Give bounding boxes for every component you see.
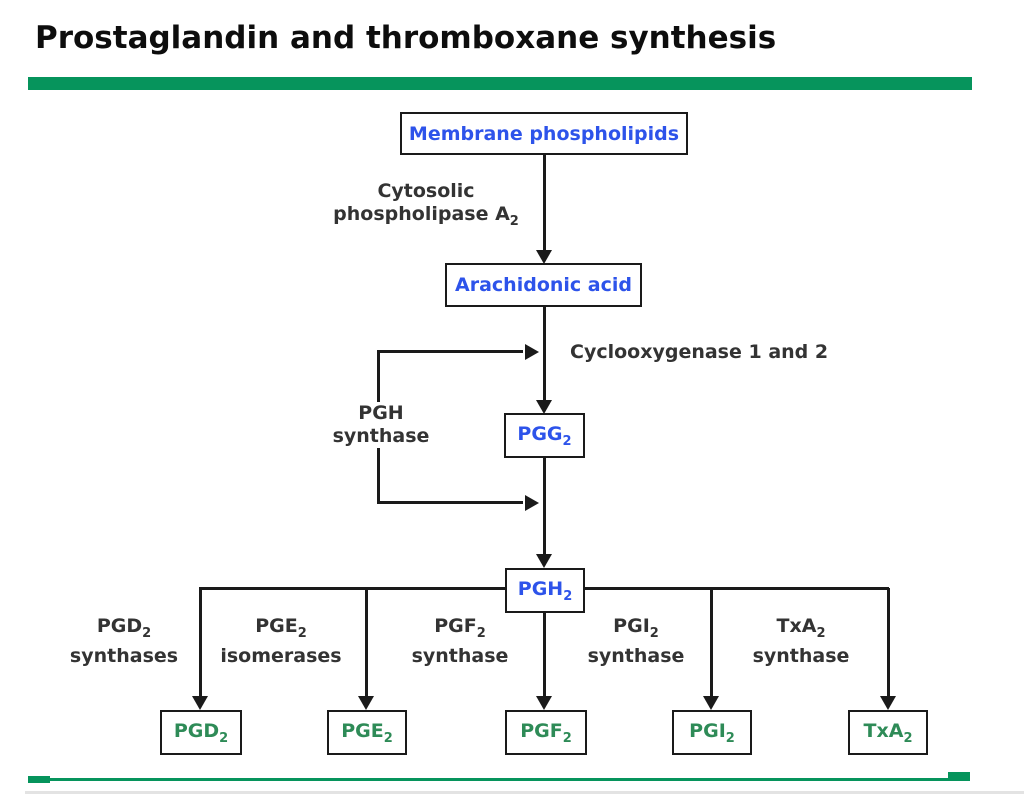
arrowhead-down — [536, 250, 552, 264]
node-arachidonic-acid: Arachidonic acid — [445, 263, 642, 307]
arrowhead-right — [525, 495, 539, 511]
node-pgf2: PGF2 — [505, 710, 587, 755]
enzyme-label-subscript: 2 — [509, 213, 519, 229]
arrowhead-down — [536, 696, 552, 710]
enzyme-label-cytosolic-phospholipase: Cytosolic phospholipase A2 — [316, 180, 536, 233]
footer-green-line — [28, 778, 970, 781]
node-label: Membrane phospholipids — [408, 122, 680, 145]
page-title: Prostaglandin and thromboxane synthesis — [35, 20, 777, 56]
node-pge2: PGE2 — [327, 710, 407, 755]
connector-pgg2-pgh2 — [543, 458, 546, 557]
connector-branch-pgi2 — [710, 588, 713, 698]
node-pgh2: PGH2 — [505, 568, 585, 613]
node-label: PGF2 — [520, 719, 572, 746]
arrowhead-down — [536, 400, 552, 414]
node-label: PGE2 — [341, 719, 393, 746]
arrowhead-down — [880, 696, 896, 710]
enzyme-label-pgh-synthase: PGH synthase — [306, 402, 456, 448]
connector-branch-pgf2 — [543, 613, 546, 698]
node-pgd2: PGD2 — [160, 710, 242, 755]
arrowhead-down — [536, 554, 552, 568]
connector-branch-pgd2 — [199, 588, 202, 698]
footer-green-line-left-cap — [28, 776, 50, 783]
node-label: TxA2 — [863, 719, 913, 746]
arrowhead-down — [358, 696, 374, 710]
node-pgi2: PGI2 — [672, 710, 752, 755]
enzyme-label-cyclooxygenase: Cyclooxygenase 1 and 2 — [570, 341, 829, 363]
node-txa2: TxA2 — [848, 710, 928, 755]
enzyme-label-line2: phospholipase A — [333, 203, 510, 225]
enzyme-label-txa2-synthase: TxA2 synthase — [752, 615, 850, 667]
node-label: PGD2 — [173, 719, 229, 746]
enzyme-label-pgf2-synthase: PGF2 synthase — [411, 615, 509, 667]
pgh-synthase-top-arrow-line — [377, 350, 523, 353]
footer-gray-line — [25, 791, 1024, 794]
node-label: PGI2 — [689, 719, 735, 746]
arrowhead-right — [525, 344, 539, 360]
footer-green-line-right-cap — [948, 772, 970, 779]
node-label: Arachidonic acid — [455, 274, 632, 296]
node-label: PGG2 — [517, 422, 572, 449]
connector-membrane-arachidonic — [543, 155, 546, 252]
enzyme-label-pgi2-synthase: PGI2 synthase — [587, 615, 685, 667]
title-underline-bar — [28, 77, 972, 90]
enzyme-label-line1: Cytosolic — [377, 180, 475, 202]
node-membrane-phospholipids: Membrane phospholipids — [400, 112, 688, 155]
enzyme-label-line1: PGH — [358, 402, 404, 424]
enzyme-label-line2: synthase — [332, 425, 430, 447]
connector-arachidonic-pgg2 — [543, 307, 546, 402]
node-pgg2: PGG2 — [504, 413, 585, 458]
enzyme-label-pge2-isomerases: PGE2 isomerases — [220, 615, 342, 667]
node-label: PGH2 — [517, 577, 573, 604]
connector-branch-txa2 — [887, 588, 890, 698]
enzyme-label-pgd2-synthases: PGD2 synthases — [69, 615, 179, 667]
arrowhead-down — [703, 696, 719, 710]
arrowhead-down — [192, 696, 208, 710]
connector-branch-pge2 — [365, 588, 368, 698]
pgh-synthase-bottom-arrow-line — [377, 501, 523, 504]
